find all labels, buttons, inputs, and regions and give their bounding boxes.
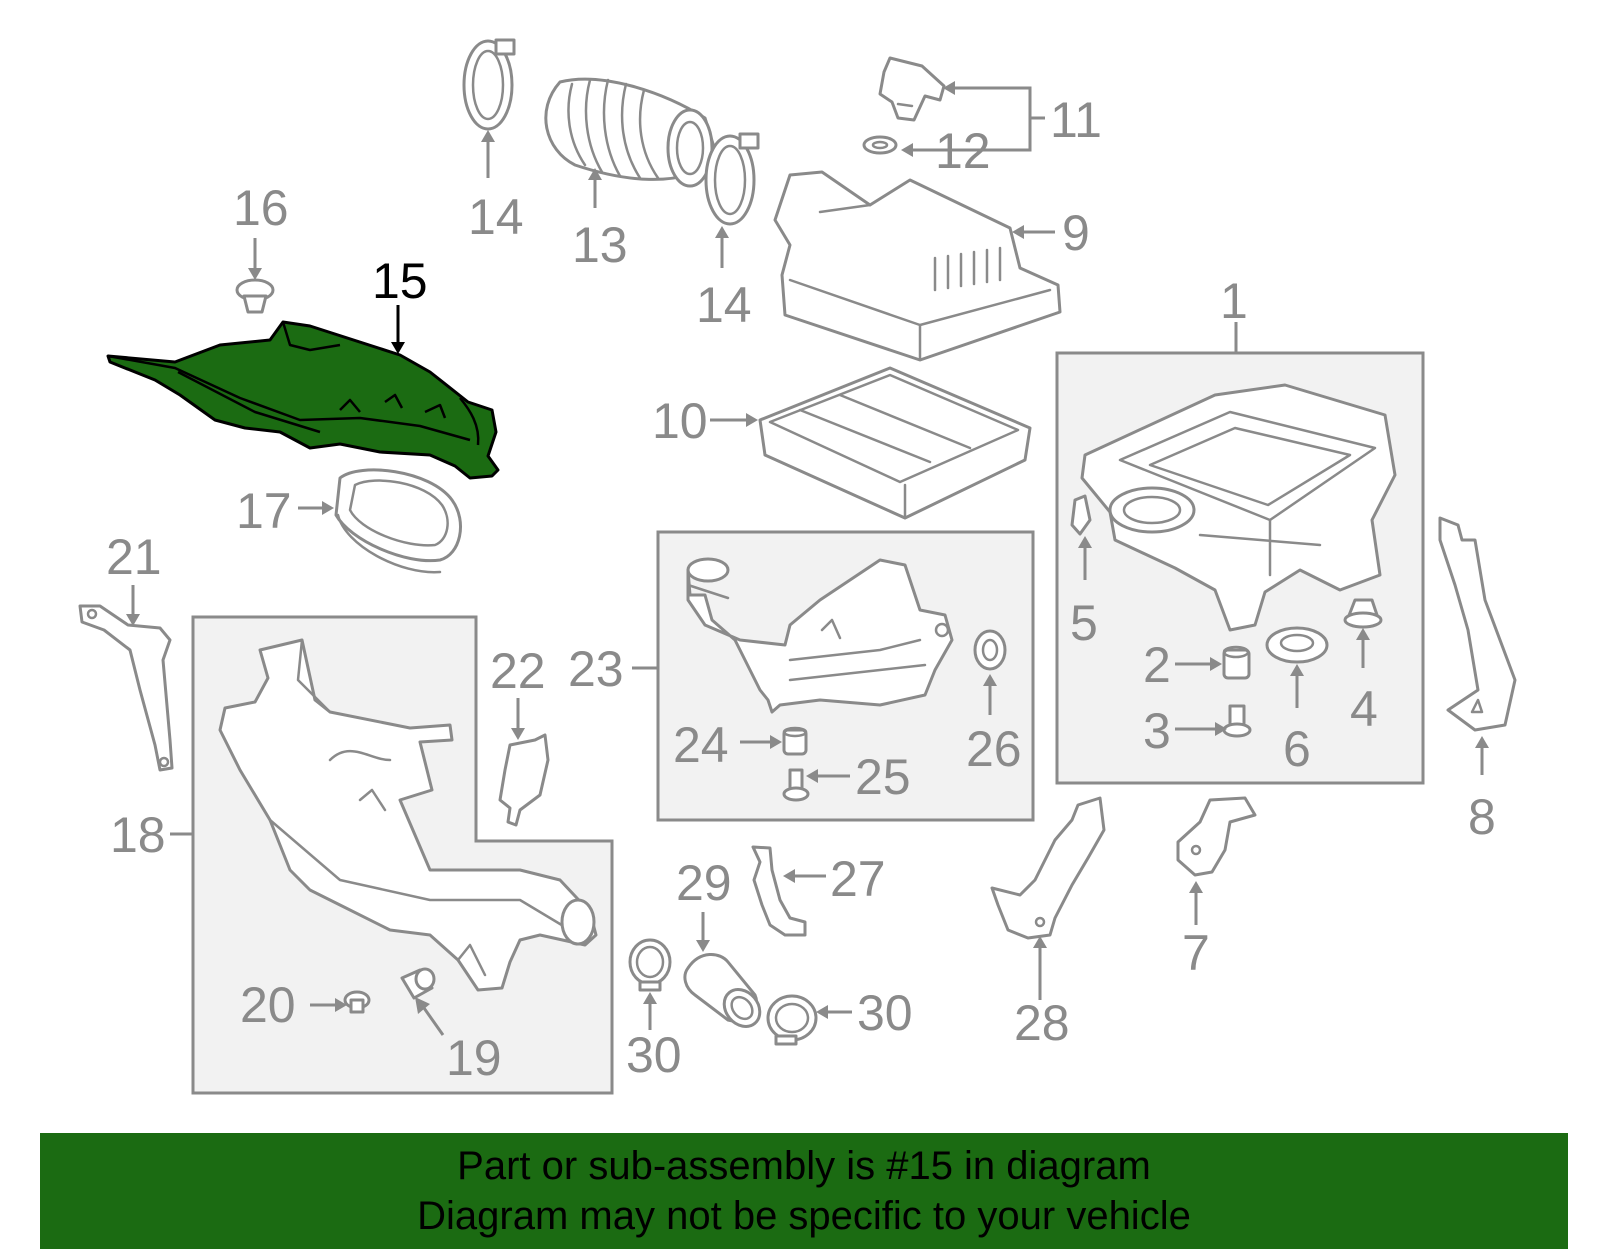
callout-7: 7 — [1182, 925, 1210, 981]
part-12-o-ring[interactable] — [862, 135, 898, 155]
part-1-lower-housing[interactable] — [1080, 383, 1397, 632]
callout-5: 5 — [1070, 595, 1098, 651]
callout-30-right: 30 — [857, 985, 913, 1041]
part-14-clamp-top[interactable] — [462, 38, 516, 131]
callout-17: 17 — [236, 483, 292, 539]
part-13-intake-hose[interactable] — [544, 77, 720, 188]
part-14-clamp-mid[interactable] — [704, 132, 760, 226]
callout-6: 6 — [1283, 721, 1311, 777]
part-16-clip[interactable] — [235, 278, 275, 314]
part-24-grommet[interactable] — [782, 726, 808, 756]
leader-lines — [126, 81, 1489, 1036]
callout-9: 9 — [1062, 205, 1090, 261]
callout-11: 11 — [1050, 92, 1102, 148]
part-9-air-cleaner-cover[interactable] — [773, 170, 1062, 362]
callout-4: 4 — [1350, 681, 1378, 737]
callout-1: 1 — [1220, 273, 1248, 329]
callout-24: 24 — [673, 717, 729, 773]
part-5-clip[interactable] — [1070, 494, 1092, 536]
part-21-bracket[interactable] — [78, 604, 174, 772]
callout-23: 23 — [568, 641, 624, 697]
part-27-bracket[interactable] — [751, 845, 807, 937]
callout-25: 25 — [855, 749, 911, 805]
part-29-tube[interactable] — [683, 953, 767, 1033]
callout-18: 18 — [110, 807, 166, 863]
part-15-air-inlet-duct[interactable] — [106, 320, 500, 480]
callout-28: 28 — [1014, 995, 1070, 1051]
part-3-bolt[interactable] — [1222, 704, 1252, 738]
callout-26: 26 — [966, 721, 1022, 777]
part-30-clamp-right[interactable] — [766, 994, 818, 1046]
part-4-nut[interactable] — [1343, 598, 1383, 629]
callout-29: 29 — [676, 855, 732, 911]
part-17-seal[interactable] — [334, 468, 462, 574]
part-22-bracket[interactable] — [498, 733, 550, 827]
part-2-grommet[interactable] — [1222, 645, 1251, 680]
banner-line-1: Part or sub-assembly is #15 in diagram — [457, 1144, 1151, 1188]
callout-22: 22 — [490, 643, 546, 699]
callout-3: 3 — [1143, 703, 1171, 759]
callout-16: 16 — [233, 180, 289, 236]
part-26-grommet[interactable] — [973, 629, 1007, 671]
callout-2: 2 — [1143, 637, 1171, 693]
callout-14-top: 14 — [468, 189, 524, 245]
part-8-bracket[interactable] — [1438, 516, 1517, 732]
callout-19: 19 — [446, 1030, 502, 1086]
callout-15: 15 — [372, 253, 428, 309]
part-6-grommet[interactable] — [1265, 626, 1329, 664]
callout-14-mid: 14 — [696, 277, 752, 333]
part-11-sensor[interactable] — [878, 56, 946, 122]
callout-30-left: 30 — [626, 1027, 682, 1083]
callout-21: 21 — [106, 529, 162, 585]
part-7-bracket[interactable] — [1176, 796, 1257, 877]
part-18-resonator[interactable] — [218, 638, 598, 992]
info-banner: Part or sub-assembly is #15 in diagram D… — [40, 1133, 1568, 1249]
callout-13: 13 — [572, 217, 628, 273]
callout-27: 27 — [830, 851, 886, 907]
callout-20: 20 — [240, 977, 296, 1033]
callout-12: 12 — [935, 123, 991, 179]
part-23-resonator[interactable] — [686, 557, 954, 714]
part-30-clamp-left[interactable] — [628, 938, 672, 992]
callout-8: 8 — [1468, 789, 1496, 845]
part-20-bolt[interactable] — [343, 990, 371, 1014]
part-10-air-filter[interactable] — [758, 366, 1032, 520]
callout-10: 10 — [652, 393, 708, 449]
banner-line-2: Diagram may not be specific to your vehi… — [417, 1194, 1191, 1238]
part-25-bolt[interactable] — [782, 768, 810, 802]
part-28-bracket[interactable] — [990, 796, 1106, 940]
part-19-grommet[interactable] — [400, 967, 436, 1000]
